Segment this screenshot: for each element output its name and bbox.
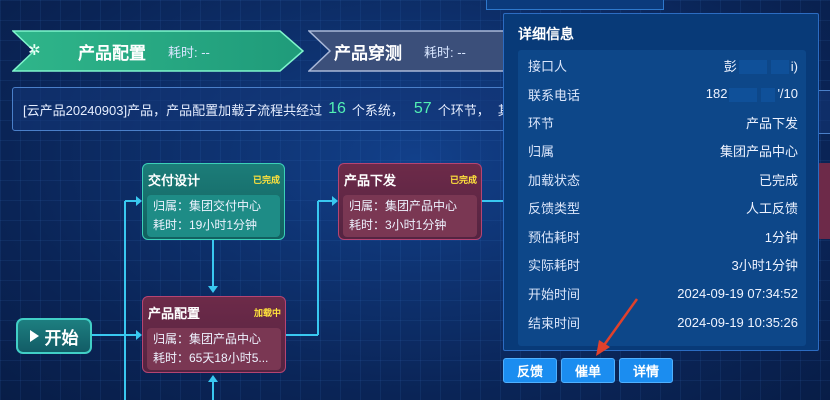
feedback-button[interactable]: 反馈	[503, 358, 557, 383]
systems-count: 16	[328, 100, 346, 117]
status-badge: 加载中	[253, 308, 281, 318]
stage-banner-shape	[308, 30, 508, 72]
loading-spinner-icon: ✲	[28, 42, 41, 59]
detail-row-end-time: 结束时间 2024-09-19 10:35:26	[518, 308, 806, 336]
detail-row-feedback-type: 反馈类型 人工反馈	[518, 193, 806, 221]
node-owner: 归属：集团产品中心	[153, 332, 262, 346]
detail-value: 集团产品中心	[719, 143, 798, 159]
flow-node-product-dispatch[interactable]: 产品下发 已完成 归属：集团产品中心 耗时：3小时1分钟	[338, 163, 482, 240]
detail-key: 加载状态	[528, 172, 581, 188]
detail-key: 结束时间	[528, 315, 581, 331]
stage-title: 产品穿测	[334, 43, 402, 63]
redaction-mask	[738, 60, 767, 75]
detail-key: 开始时间	[528, 286, 581, 302]
detail-row-phone: 联系电话 182'/10	[518, 80, 806, 108]
status-badge: 已完成	[449, 175, 477, 185]
node-title: 产品下发	[344, 173, 397, 188]
stage-product-config[interactable]: ✲ 产品配置 耗时: --	[12, 30, 304, 72]
details-button[interactable]: 详情	[619, 358, 673, 383]
node-duration: 耗时：65天18小时5...	[153, 351, 269, 365]
stage-banner-shape	[12, 30, 304, 72]
node-title: 交付设计	[148, 173, 201, 188]
stage-title: 产品配置	[78, 43, 146, 63]
node-info: 归属：集团交付中心 耗时：19小时1分钟	[147, 195, 280, 237]
detail-row-owner: 归属 集团产品中心	[518, 136, 806, 164]
detail-key: 实际耗时	[528, 257, 581, 273]
detail-key: 归属	[528, 143, 555, 159]
node-duration: 耗时：3小时1分钟	[349, 218, 447, 232]
node-owner: 归属：集团交付中心	[153, 199, 262, 213]
detail-value: 2024-09-19 07:34:52	[677, 285, 798, 301]
play-icon	[29, 330, 39, 342]
redaction-mask	[729, 87, 758, 102]
detail-value: 2024-09-19 10:35:26	[677, 314, 798, 330]
start-label: 开始	[44, 328, 79, 348]
nodes-unit: 个环节，	[437, 102, 490, 118]
status-badge: 已完成	[252, 175, 280, 185]
detail-key: 预估耗时	[528, 229, 581, 245]
detail-row-actual-time: 实际耗时 3小时1分钟	[518, 250, 806, 278]
nodes-count: 57	[413, 100, 432, 117]
node-owner: 归属：集团产品中心	[349, 199, 458, 213]
detail-row-status: 加载状态 已完成	[518, 165, 806, 193]
detail-row-node: 环节 产品下发	[518, 108, 806, 136]
start-button[interactable]: 开始	[16, 318, 92, 354]
flow-summary: [云产品20240903]产品，产品配置加载子流程共经过 16 个系统， 57 …	[12, 87, 532, 131]
detail-value: 产品下发	[745, 115, 798, 131]
detail-key: 反馈类型	[528, 200, 581, 216]
detail-key: 联系电话	[528, 87, 581, 103]
detail-key: 环节	[528, 115, 555, 131]
node-info: 归属：集团产品中心 耗时：65天18小时5...	[147, 328, 281, 370]
stage-duration: 耗时: --	[168, 44, 210, 60]
stage-duration: 耗时: --	[424, 44, 466, 60]
flow-node-product-config[interactable]: 产品配置 加载中 归属：集团产品中心 耗时：65天18小时5...	[142, 296, 286, 373]
summary-prefix: [云产品20240903]产品，产品配置加载子流程共经过	[23, 102, 323, 118]
detail-key: 接口人	[528, 58, 568, 74]
detail-row-estimated-time: 预估耗时 1分钟	[518, 222, 806, 250]
node-info: 归属：集团产品中心 耗时：3小时1分钟	[343, 195, 477, 237]
panel-title: 详细信息	[518, 26, 574, 42]
detail-value: 1分钟	[764, 229, 798, 245]
flow-node-delivery-design[interactable]: 交付设计 已完成 归属：集团交付中心 耗时：19小时1分钟	[142, 163, 285, 240]
redaction-mask	[770, 60, 789, 75]
systems-unit: 个系统，	[351, 102, 404, 118]
redaction-mask	[761, 87, 776, 102]
node-title: 产品配置	[148, 306, 201, 321]
stage-product-test[interactable]: 产品穿测 耗时: --	[308, 30, 508, 72]
detail-row-start-time: 开始时间 2024-09-19 07:34:52	[518, 279, 806, 307]
detail-value: 人工反馈	[745, 200, 798, 216]
detail-value: 182'/10	[705, 86, 798, 102]
urge-button[interactable]: 催单	[561, 358, 615, 383]
top-partial-frame	[486, 0, 664, 10]
annotation-arrow-icon	[596, 298, 639, 356]
detail-value: 3小时1分钟	[731, 257, 798, 273]
detail-value: 已完成	[758, 172, 798, 188]
node-duration: 耗时：19小时1分钟	[153, 218, 258, 232]
